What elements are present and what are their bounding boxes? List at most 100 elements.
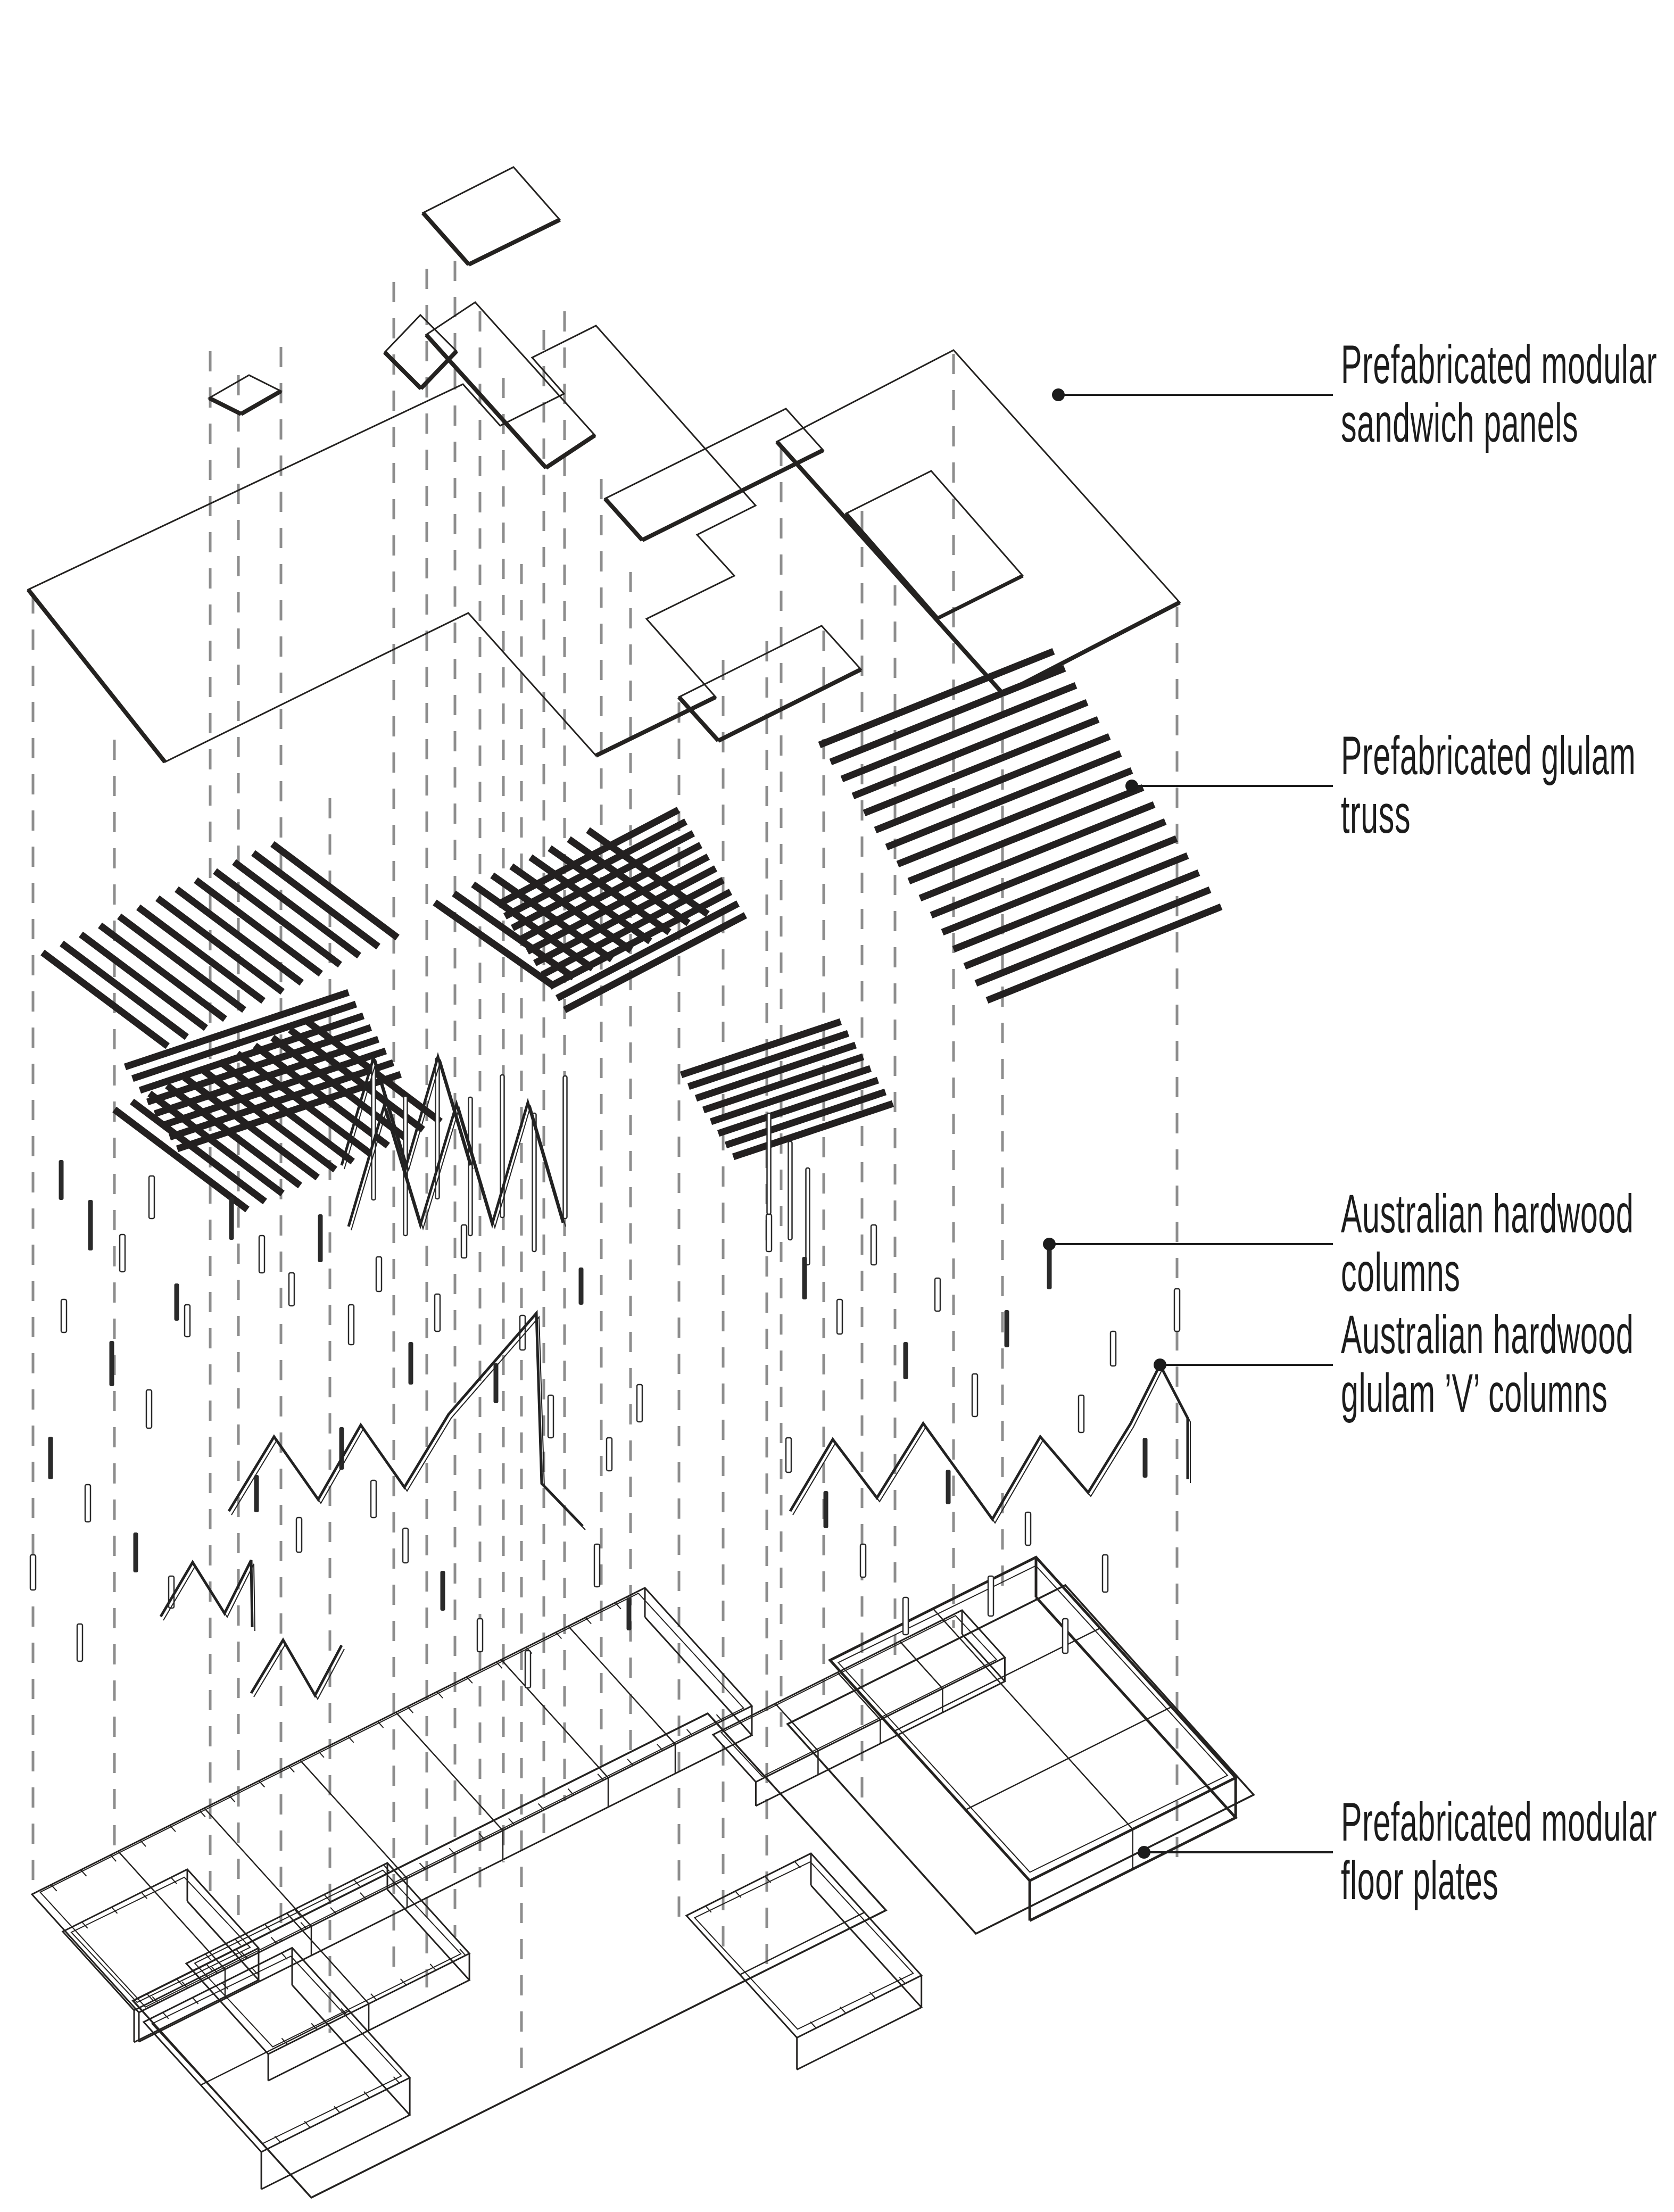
v-column-zigzag: [347, 1098, 565, 1230]
truss-beam: [175, 886, 304, 986]
panel-thick-edge: [603, 497, 644, 542]
wall-panel-tick: [251, 1967, 258, 1975]
room-top-outline: [685, 1852, 923, 2039]
wall-panel-tick: [360, 1892, 367, 1900]
wall-panel-tick: [281, 1952, 288, 1960]
column-stroke: [870, 1224, 877, 1266]
room-divider-wall: [286, 1912, 370, 2004]
v-column-band-right: [789, 1362, 1191, 1524]
truss-beam: [510, 830, 695, 931]
truss-beam: [130, 1098, 267, 1205]
truss-beam: [213, 868, 342, 968]
column-stroke: [254, 1475, 259, 1512]
wall-panel-tick: [288, 1766, 295, 1773]
sandwich-panel-roof-hole: [844, 470, 1024, 620]
sandwich-panel-strip-1: [425, 301, 596, 470]
column-stroke: [476, 1618, 484, 1653]
wall-panel-tick: [274, 2135, 281, 2143]
column-stroke: [1062, 1618, 1069, 1654]
room-divider-wall: [204, 1808, 312, 1927]
column-stroke: [934, 1277, 941, 1312]
truss-beam: [562, 912, 748, 1013]
column-stroke: [1024, 1511, 1032, 1546]
truss-beam: [540, 877, 725, 978]
panel-outline: [421, 166, 561, 266]
wall-panel-tick: [363, 2091, 370, 2099]
truss-beam: [117, 913, 246, 1013]
column-stroke: [987, 1575, 995, 1617]
column-stroke: [836, 1298, 843, 1335]
column-stroke: [946, 1470, 951, 1504]
leader-dot: [1125, 780, 1138, 792]
leader-dot: [1043, 1238, 1056, 1250]
column-stroke: [84, 1484, 92, 1523]
roof-plate-outline: [27, 325, 757, 763]
column-stroke: [60, 1298, 68, 1333]
truss-beam: [194, 877, 323, 977]
truss-beam: [136, 904, 266, 1004]
room-wall-bottom-edge: [268, 1888, 471, 2082]
wall-panel-tick: [869, 1992, 876, 1999]
truss-beam: [818, 648, 1055, 749]
v-column-zigzag: [789, 1362, 1189, 1522]
truss-beam: [433, 899, 557, 990]
room-wall-bottom-edge: [261, 1984, 411, 2190]
truss-beam: [218, 1058, 355, 1165]
wall-panel-tick: [810, 2021, 817, 2029]
truss-beam: [963, 869, 1200, 970]
wall-panel-tick: [324, 1894, 330, 1901]
wall-panel-tick: [221, 1982, 229, 1990]
leader-dot: [1154, 1358, 1166, 1371]
wall-panel-tick: [147, 1994, 154, 2001]
wall-panel-tick: [370, 1993, 377, 2001]
v-column-cluster-top-b: [340, 1052, 474, 1172]
projection-dashed-lines: [31, 261, 1179, 2075]
truss-beam: [732, 1100, 894, 1161]
label-hardwood-columns: Australian hardwood columns: [1341, 1184, 1634, 1302]
panel-hole-thick-edge: [937, 574, 1024, 620]
truss-beam: [952, 852, 1189, 953]
column-stroke: [295, 1517, 303, 1553]
wall-panel-tick: [111, 1907, 118, 1914]
column-stroke: [174, 1283, 179, 1321]
column-stroke: [148, 1175, 155, 1220]
wall-panel-tick: [686, 1729, 693, 1736]
truss-beam: [40, 949, 170, 1049]
room-divider-wall: [501, 1659, 609, 1778]
wall-panel-tick: [199, 1810, 206, 1818]
wall-panel-tick: [330, 1907, 337, 1915]
truss-beam: [98, 922, 227, 1022]
room-top-outline: [61, 1868, 260, 2011]
room-wall-inner-edge: [151, 1956, 403, 2144]
glulam-truss-layer: [40, 648, 1223, 1213]
floor-module-s1: [61, 1868, 260, 2043]
column-stroke: [288, 1272, 295, 1307]
column-stroke: [76, 1623, 84, 1662]
column-post: [562, 1075, 568, 1220]
wall-panel-tick: [51, 1884, 57, 1892]
sandwich-panels-layer: [207, 166, 1181, 743]
truss-beam: [548, 889, 733, 990]
truss-beam: [525, 854, 710, 955]
wall-panel-tick: [627, 1759, 634, 1766]
wall-panel-tick: [429, 1964, 436, 1971]
column-stroke: [119, 1233, 126, 1273]
truss-beam: [687, 1030, 850, 1090]
truss-beam: [702, 1053, 865, 1114]
wall-panel-tick: [735, 1891, 742, 1898]
wall-panel-tick: [466, 1676, 473, 1684]
column-stroke: [347, 1304, 355, 1346]
column-stroke: [29, 1554, 37, 1591]
wall-panel-tick: [300, 1921, 307, 1929]
wall-panel-tick: [840, 2006, 847, 2014]
truss-beam: [724, 1088, 887, 1149]
truss-beam: [452, 890, 576, 981]
column-stroke: [440, 1571, 445, 1611]
v-column-zigzag-inner: [792, 1367, 1191, 1524]
annotation-leaders: [1043, 388, 1333, 1859]
column-stroke: [370, 1479, 377, 1519]
truss-beam: [471, 881, 595, 972]
label-glulam-v-columns-line1: Australian hardwood: [1341, 1304, 1634, 1365]
v-column-zigzag: [227, 1310, 584, 1527]
column-post: [371, 1058, 376, 1201]
